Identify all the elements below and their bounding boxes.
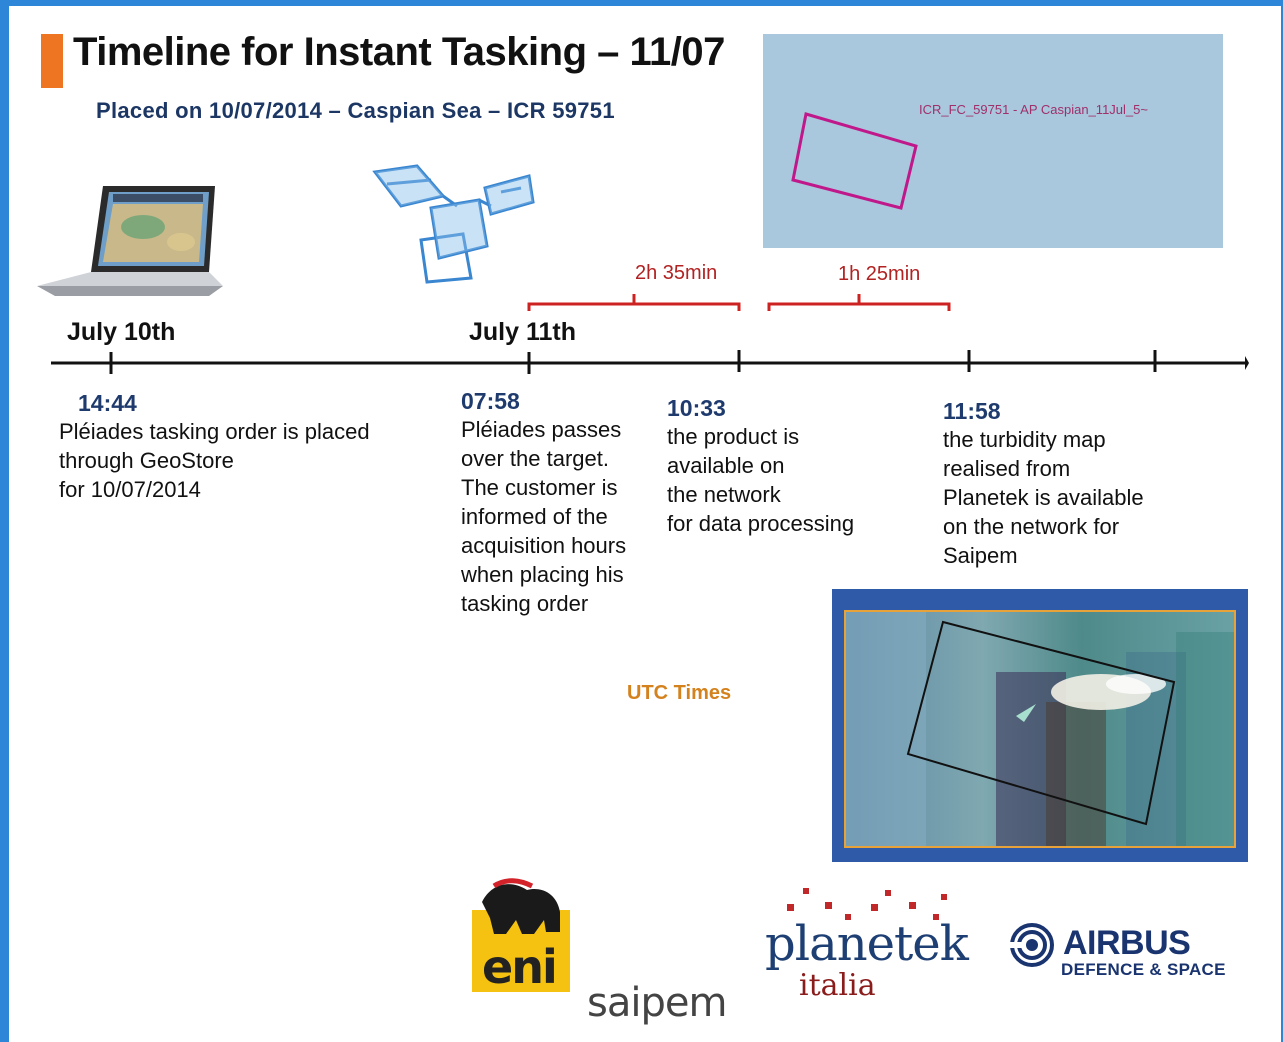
- event-line: for data processing: [667, 511, 855, 536]
- event-line: realised from: [943, 456, 1071, 481]
- turbidity-render: [846, 612, 1234, 846]
- event-line: over the target.: [461, 446, 609, 471]
- slide-subtitle: Placed on 10/07/2014 – Caspian Sea – ICR…: [96, 98, 615, 123]
- event-line: the product is: [667, 424, 800, 449]
- date-label: July 11th: [469, 318, 576, 346]
- event-line: Pléiades tasking order is placed: [59, 419, 370, 444]
- event-time: 11:58: [943, 398, 1001, 424]
- event-line: on the network for: [943, 514, 1120, 539]
- event-line: available on: [667, 453, 785, 478]
- eni-wordmark: eni: [482, 940, 558, 994]
- duration-bracket-2: [767, 302, 951, 311]
- footprint-polygon: [791, 112, 918, 210]
- event-line: The customer is: [461, 475, 618, 500]
- slide-title: Timeline for Instant Tasking – 11/07: [73, 30, 725, 74]
- event-line: Saipem: [943, 543, 1018, 568]
- saipem-logo: saipem: [587, 980, 727, 1026]
- event-description: the turbidity map realised from Planetek…: [943, 425, 1144, 570]
- turbidity-image-frame: [832, 589, 1248, 862]
- event-description: Pléiades tasking order is placed through…: [59, 417, 370, 504]
- airbus-logo: AIRBUS: [1063, 924, 1191, 962]
- event-line: Planetek is available: [943, 485, 1144, 510]
- title-accent-bar: [41, 34, 63, 88]
- event-line: Pléiades passes: [461, 417, 622, 442]
- event-time: 07:58: [461, 388, 520, 414]
- utc-note: UTC Times: [627, 682, 732, 704]
- timeline-arrowhead: [1245, 356, 1249, 370]
- planetek-dots: [787, 888, 947, 920]
- event-line: through GeoStore: [59, 448, 234, 473]
- satellite-icon: [372, 164, 535, 284]
- eni-logo: [472, 878, 570, 992]
- duration-bracket-1: [527, 302, 741, 311]
- event-line: the network: [667, 482, 781, 507]
- map-label: ICR_FC_59751 - AP Caspian_11Jul_5~: [919, 102, 1148, 117]
- event-line: tasking order: [461, 591, 589, 616]
- event-line: acquisition hours: [461, 533, 627, 558]
- slide: Timeline for Instant Tasking – 11/07 Pla…: [9, 6, 1281, 1042]
- airbus-subtitle: DEFENCE & SPACE: [1061, 960, 1226, 979]
- event-line: when placing his: [461, 562, 624, 587]
- duration-label: 2h 35min: [635, 262, 718, 284]
- event-description: Pléiades passes over the target. The cus…: [461, 415, 626, 618]
- event-line: informed of the: [461, 504, 608, 529]
- planetek-subtitle: italia: [799, 968, 876, 1003]
- acquisition-map: ICR_FC_59751 - AP Caspian_11Jul_5~: [763, 34, 1223, 248]
- date-label: July 10th: [67, 318, 176, 346]
- event-time: 10:33: [667, 395, 726, 421]
- timeline-ticks: [109, 350, 1157, 374]
- planetek-logo: planetek: [765, 916, 969, 972]
- laptop-icon: [37, 186, 223, 296]
- event-description: the product is available on the network …: [667, 422, 854, 538]
- event-line: the turbidity map: [943, 427, 1106, 452]
- turbidity-map-image: [844, 610, 1236, 848]
- event-line: for 10/07/2014: [59, 477, 201, 502]
- duration-label: 1h 25min: [838, 263, 921, 285]
- event-time: 14:44: [78, 390, 137, 416]
- timeline-axis: [51, 294, 1249, 374]
- airbus-swirl-icon: [1009, 923, 1054, 967]
